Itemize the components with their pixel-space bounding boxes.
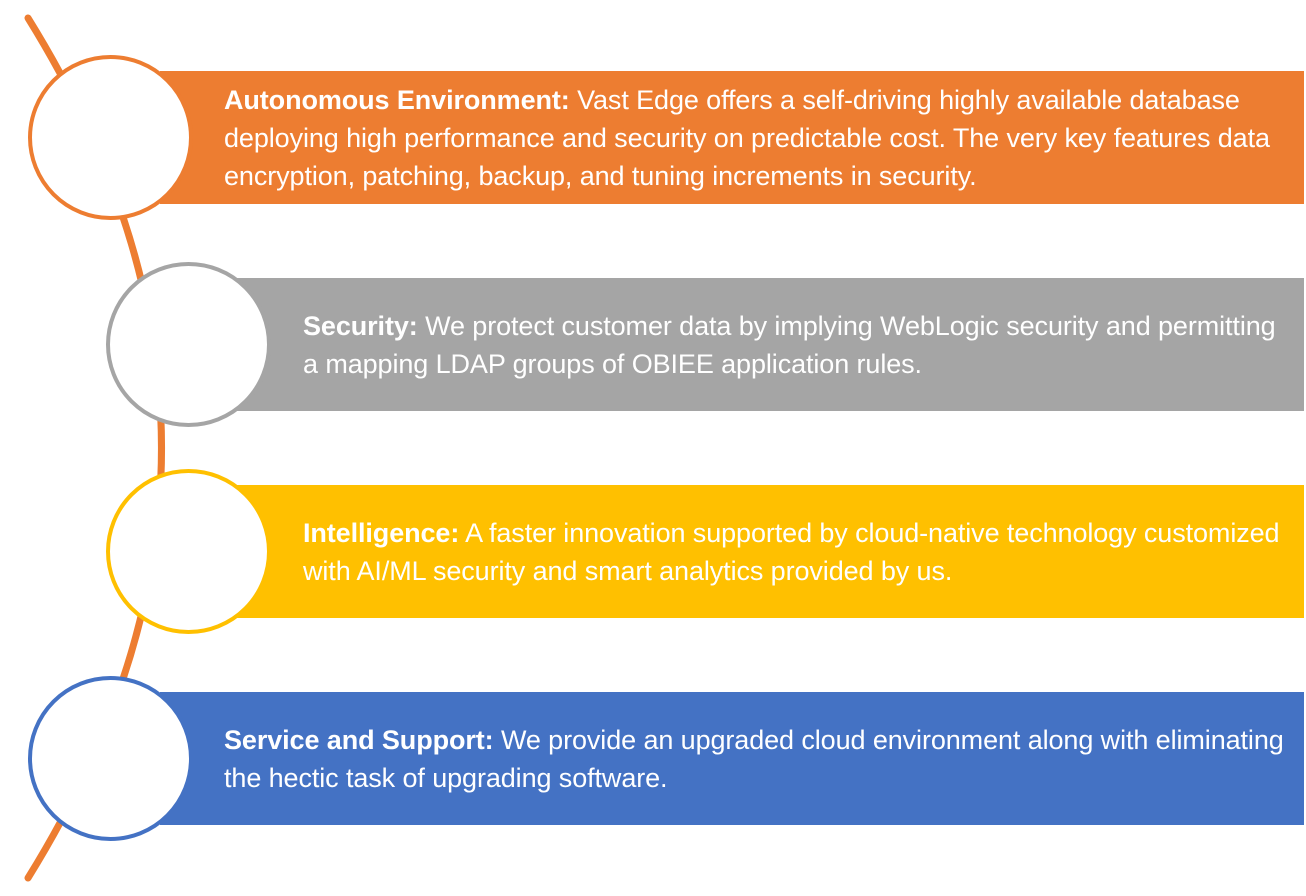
item-description: Autonomous Environment: Vast Edge offers… — [224, 81, 1294, 195]
circle-marker-3 — [106, 469, 271, 634]
circle-marker-2 — [106, 262, 271, 427]
item-title: Service and Support: — [224, 724, 494, 755]
circle-marker-4 — [28, 676, 193, 841]
item-band-security: Security: We protect customer data by im… — [160, 278, 1304, 411]
item-text: A faster innovation supported by cloud-n… — [303, 517, 1280, 586]
item-description: Intelligence: A faster innovation suppor… — [303, 514, 1284, 590]
item-description: Security: We protect customer data by im… — [303, 307, 1284, 383]
item-description: Service and Support: We provide an upgra… — [224, 721, 1284, 797]
item-text: We protect customer data by implying Web… — [303, 310, 1276, 379]
item-band-service-and-support: Service and Support: We provide an upgra… — [160, 692, 1304, 825]
circle-marker-1 — [28, 55, 193, 220]
item-title: Security: — [303, 310, 418, 341]
item-text: We provide an upgraded cloud environment… — [224, 724, 1284, 793]
item-text: Vast Edge offers a self-driving highly a… — [224, 84, 1270, 191]
item-band-intelligence: Intelligence: A faster innovation suppor… — [160, 485, 1304, 618]
item-title: Intelligence: — [303, 517, 460, 548]
item-band-autonomous-environment: Autonomous Environment: Vast Edge offers… — [160, 71, 1304, 204]
item-title: Autonomous Environment: — [224, 84, 570, 115]
